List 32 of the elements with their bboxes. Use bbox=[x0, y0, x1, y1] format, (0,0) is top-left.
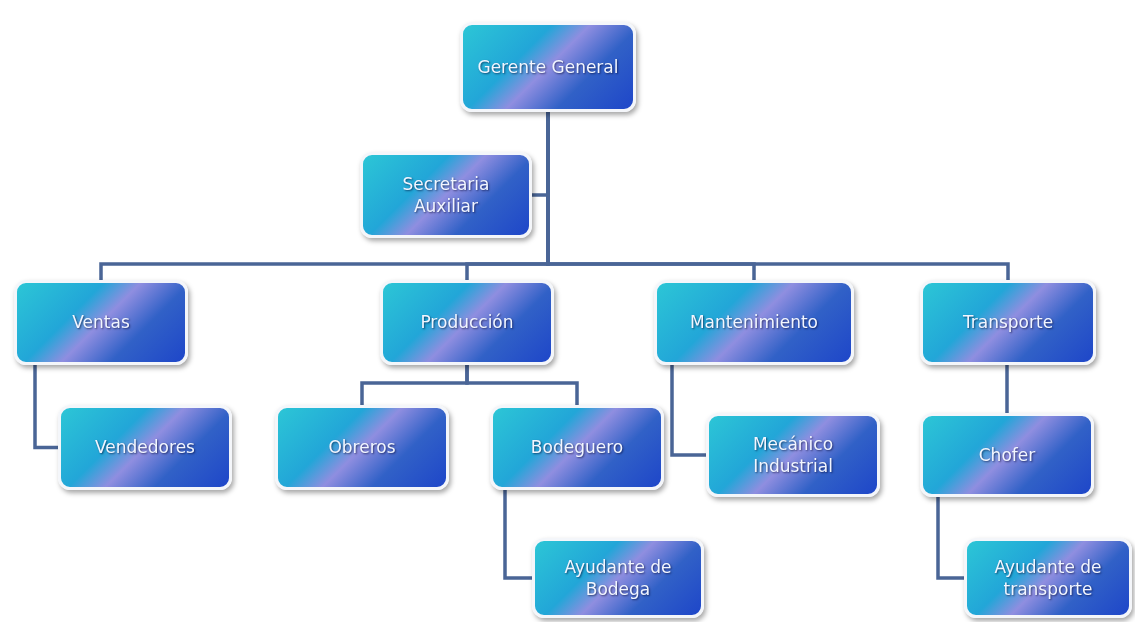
org-box bbox=[275, 405, 449, 490]
position-title: Ayudante de transporte bbox=[993, 555, 1103, 601]
position-title: Mantenimiento bbox=[688, 311, 820, 334]
position-title: Chofer bbox=[977, 443, 1037, 467]
org-box bbox=[380, 280, 554, 365]
position-title: Ventas bbox=[71, 311, 131, 334]
org-box bbox=[460, 22, 636, 112]
org-box bbox=[920, 413, 1094, 497]
position-title: Obreros bbox=[327, 436, 397, 459]
position-title: Transporte bbox=[961, 311, 1055, 334]
position-title: Gerente General bbox=[476, 55, 620, 79]
org-box bbox=[920, 280, 1096, 365]
connector-line bbox=[503, 490, 532, 580]
position-title: Bodeguero bbox=[529, 436, 625, 459]
org-box bbox=[532, 538, 704, 618]
position-title: Ayudante de Bodega bbox=[563, 555, 673, 601]
connector-line bbox=[465, 365, 579, 405]
connector-line bbox=[33, 365, 58, 450]
connector-line bbox=[670, 365, 706, 457]
connector-line bbox=[1005, 365, 1009, 413]
org-box bbox=[14, 280, 188, 365]
org-box bbox=[654, 280, 854, 365]
position-title: Mecánico Industrial bbox=[751, 432, 835, 478]
connector-line bbox=[936, 497, 964, 580]
position-title: Secretaria Auxiliar bbox=[401, 172, 491, 218]
org-box bbox=[706, 413, 880, 497]
org-box bbox=[360, 152, 532, 238]
position-title: Producción bbox=[419, 311, 515, 334]
org-box bbox=[58, 405, 232, 490]
org-box bbox=[490, 405, 664, 490]
position-title: Vendedores bbox=[94, 436, 196, 459]
org-box bbox=[964, 538, 1132, 618]
